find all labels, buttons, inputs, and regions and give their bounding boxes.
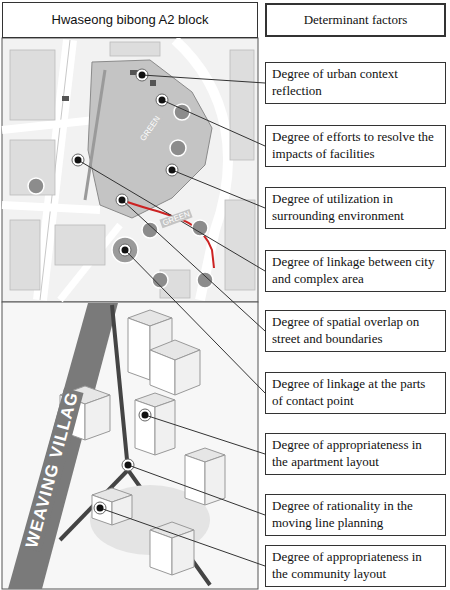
map-marker — [142, 222, 158, 238]
map-block — [10, 50, 55, 120]
map-marker — [192, 220, 208, 236]
column-header: Determinant factors — [265, 3, 446, 37]
panel-frame — [2, 38, 258, 302]
leader-dot — [122, 247, 129, 254]
map-road — [2, 40, 228, 300]
map-block — [55, 225, 105, 265]
building-block — [150, 530, 172, 575]
building-block — [112, 495, 132, 525]
factor-box: Degree of rationality in the moving line… — [265, 494, 446, 535]
leader-line — [162, 100, 265, 146]
building-block — [155, 400, 175, 455]
panel-frame — [2, 38, 258, 589]
leader-line — [100, 508, 265, 566]
leader-line — [142, 75, 265, 83]
building-block — [60, 310, 225, 575]
building-block — [175, 350, 200, 395]
map-block — [10, 140, 55, 195]
map-road — [2, 205, 100, 210]
panel-header: Hwaseong bibong A2 block — [2, 2, 258, 38]
building-block — [92, 495, 112, 525]
leader-ring — [156, 94, 168, 106]
factor-box: Degree of appropriateness in the communi… — [265, 545, 446, 586]
factor-box: Degree of linkage at the parts of contac… — [265, 372, 446, 413]
leader-dot — [97, 505, 104, 512]
leader-dot — [125, 462, 132, 469]
factor-box: Degree of urban context reflection — [265, 62, 446, 103]
factor-text: Degree of linkage between city and compl… — [272, 254, 439, 287]
map-label: GREEN — [137, 112, 163, 144]
factor-box: Degree of linkage between city and compl… — [265, 250, 446, 291]
factor-text: Degree of spatial overlap on street and … — [272, 314, 439, 347]
building-block — [128, 318, 150, 380]
map-block — [10, 220, 40, 290]
map-label: GREEN — [159, 208, 193, 228]
map-road — [2, 120, 95, 130]
leader-line — [128, 465, 265, 515]
leader-dot — [139, 72, 146, 79]
site-area — [85, 60, 212, 218]
band-label: WEAVING VILLAG — [21, 388, 83, 553]
building-block — [135, 400, 155, 455]
factor-box: Degree of appropriateness in the apartme… — [265, 433, 446, 474]
moving-line — [60, 305, 210, 585]
site-area — [85, 70, 105, 200]
site-area — [88, 60, 212, 218]
building-block — [150, 350, 175, 395]
leader-line — [78, 160, 265, 271]
leader-line — [172, 170, 265, 208]
factor-text: Degree of urban context reflection — [272, 66, 439, 99]
map-marker — [197, 272, 213, 288]
map-icon — [62, 96, 69, 101]
leader-ring — [166, 164, 178, 176]
factor-box: Degree of efforts to resolve the impacts… — [265, 125, 446, 166]
factor-text: Degree of rationality in the moving line… — [272, 498, 439, 531]
leader-ring — [94, 502, 106, 514]
leader-dot — [159, 97, 166, 104]
building-block — [185, 455, 205, 505]
factor-text: Degree of appropriateness in the communi… — [272, 549, 439, 582]
leader-dot — [169, 167, 176, 174]
leader-line — [145, 415, 265, 454]
map-block — [225, 200, 255, 290]
leader-dot — [142, 412, 149, 419]
factor-text: Degree of linkage at the parts of contac… — [272, 376, 439, 409]
leader-ring — [139, 409, 151, 421]
map-block — [230, 50, 254, 160]
map-icon — [62, 70, 156, 101]
leader-line — [125, 250, 265, 393]
leader-dot — [75, 157, 82, 164]
leader-line — [122, 200, 265, 331]
map-marker — [170, 140, 186, 156]
map-marker — [28, 104, 213, 288]
factor-box: Degree of spatial overlap on street and … — [265, 310, 446, 351]
panel-frame — [2, 302, 258, 589]
factor-text: Degree of efforts to resolve the impacts… — [272, 129, 439, 162]
factor-text: Degree of appropriateness in the apartme… — [272, 437, 439, 470]
weaving-band — [8, 303, 118, 589]
leader-ring — [122, 459, 134, 471]
factor-box: Degree of utilization in surrounding env… — [265, 187, 446, 228]
leader-dot — [119, 197, 126, 204]
leader-ring — [72, 154, 84, 166]
building-block — [85, 395, 110, 440]
map-block — [110, 42, 160, 56]
weaving-band — [8, 303, 118, 589]
header-text: Determinant factors — [273, 12, 438, 29]
header-text: Hwaseong bibong A2 block — [9, 12, 251, 29]
factor-text: Degree of utilization in surrounding env… — [272, 191, 439, 224]
map-icon — [150, 80, 156, 86]
map-marker — [28, 178, 44, 194]
building-block — [205, 455, 225, 505]
